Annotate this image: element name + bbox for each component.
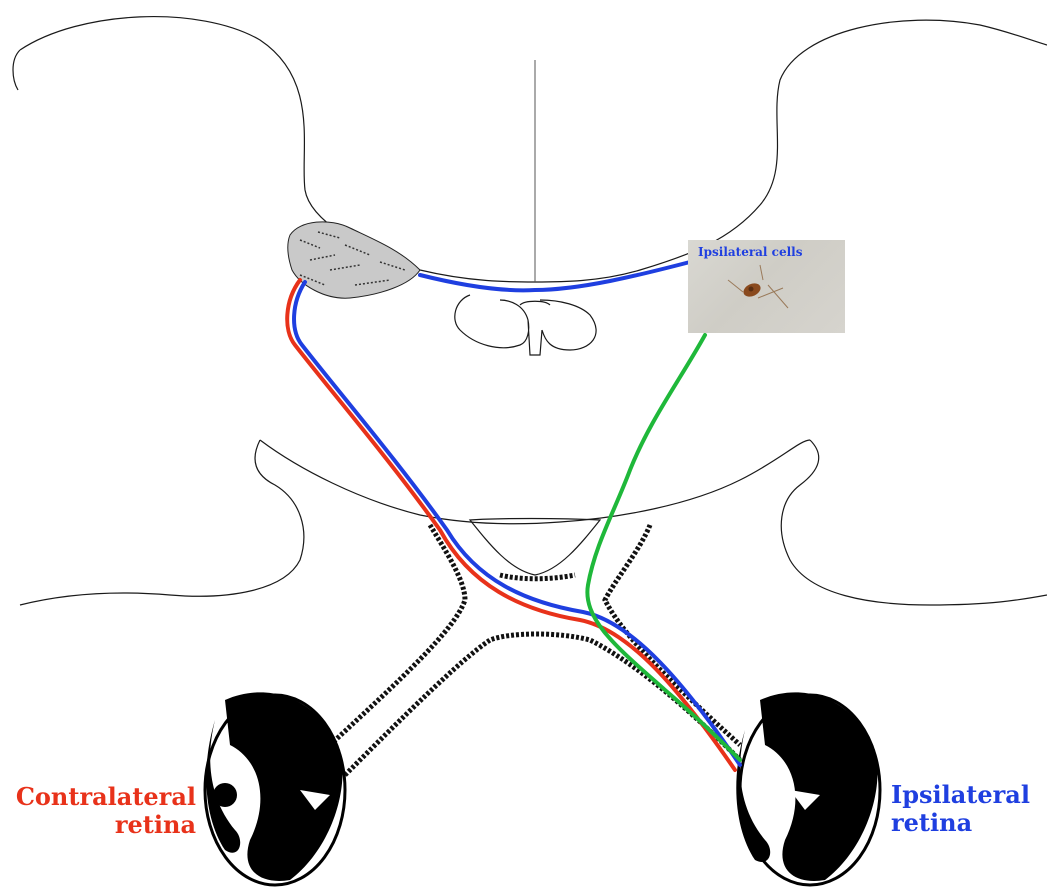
contralateral-retina-label-line1: Contralateral	[10, 783, 196, 811]
optic-chiasm-center-inner	[500, 575, 575, 579]
right-eye-icon	[736, 692, 880, 885]
optic-chiasm-right-outline	[605, 525, 740, 745]
upper-left-hemisphere-outline	[20, 17, 1047, 282]
ipsilateral-retina-label: Ipsilateral retina	[891, 781, 1041, 837]
inset-title: Ipsilateral cells	[698, 245, 802, 259]
optic-chiasm-left-outline	[330, 525, 465, 745]
lower-right-hemisphere-outline	[781, 440, 1047, 605]
hypothalamus-outline	[455, 295, 596, 355]
lower-left-hemisphere-outline	[20, 440, 304, 605]
ipsilateral-projection-line	[420, 262, 690, 290]
ipsilateral-cells-inset: Ipsilateral cells	[688, 240, 845, 333]
upper-left-hemisphere-side	[13, 50, 20, 90]
ipsilateral-retina-label-line2: retina	[891, 809, 1041, 837]
lower-left-hemisphere-top	[260, 440, 810, 524]
contralateral-retina-label-line2: retina	[10, 811, 196, 839]
contralateral-retina-label: Contralateral retina	[10, 783, 196, 839]
ipsilateral-retina-label-line1: Ipsilateral	[891, 781, 1041, 809]
third-ventricle-outline	[470, 519, 600, 576]
left-eye-icon	[205, 692, 345, 885]
green-pathway-line	[587, 335, 740, 760]
lateral-geniculate-texture	[288, 222, 420, 298]
